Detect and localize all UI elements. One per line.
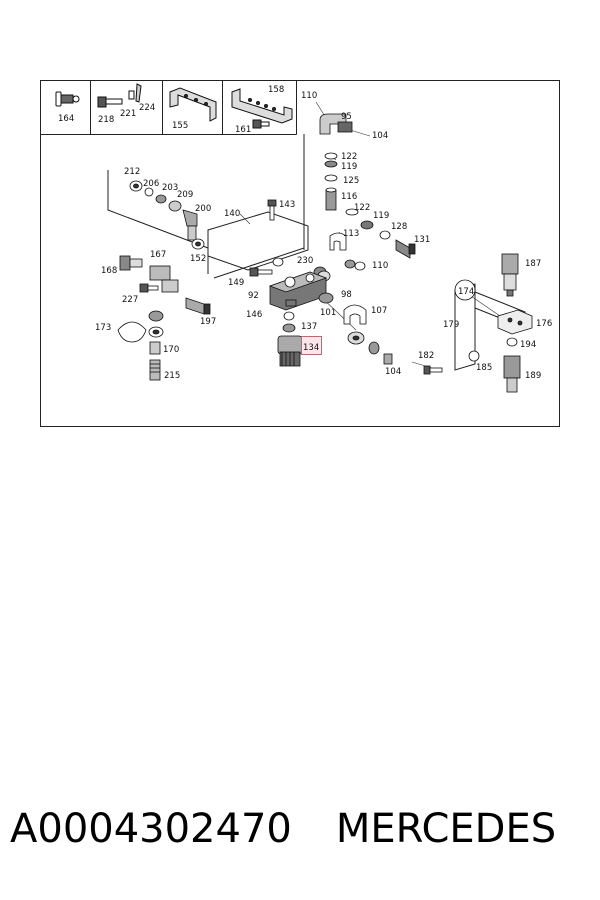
callout-182: 182 — [418, 351, 434, 361]
callout-125: 125 — [343, 176, 359, 186]
callout-119: 119 — [341, 162, 357, 172]
header-cells — [40, 80, 297, 135]
callout-187: 187 — [525, 259, 541, 269]
callout-230: 230 — [297, 256, 313, 266]
callout-122: 122 — [341, 152, 357, 162]
callout-146: 146 — [246, 310, 262, 320]
callout-95: 95 — [341, 112, 352, 122]
callout-113: 113 — [343, 229, 359, 239]
callout-200: 200 — [195, 204, 211, 214]
parts-diagram: 1642182212241551581611109510412211912511… — [40, 80, 560, 427]
callout-212: 212 — [124, 167, 140, 177]
bleeder-valve-icon — [55, 91, 80, 107]
callout-176: 176 — [536, 319, 552, 329]
callout-119: 119 — [373, 211, 389, 221]
header-label-158: 158 — [268, 85, 284, 95]
callout-152: 152 — [190, 254, 206, 264]
caption: A0004302470 MERCEDES — [10, 806, 590, 852]
diagram-frame — [40, 80, 560, 427]
callout-149: 149 — [228, 278, 244, 288]
callout-227: 227 — [122, 295, 138, 305]
part-number: A0004302470 — [10, 806, 292, 852]
callout-203: 203 — [162, 183, 178, 193]
callout-116: 116 — [341, 192, 357, 202]
callout-194: 194 — [520, 340, 536, 350]
mounting-plate — [107, 134, 526, 371]
highlight-box — [301, 336, 322, 355]
callout-179: 179 — [443, 320, 459, 330]
callout-122: 122 — [354, 203, 370, 213]
callout-215: 215 — [164, 371, 180, 381]
components — [117, 113, 533, 393]
callout-110: 110 — [301, 91, 317, 101]
header-label-155: 155 — [172, 121, 188, 131]
callout-140: 140 — [224, 209, 240, 219]
bracket-158-icon — [231, 88, 293, 129]
callout-209: 209 — [177, 190, 193, 200]
callout-92: 92 — [248, 291, 259, 301]
callout-131: 131 — [414, 235, 430, 245]
callout-98: 98 — [341, 290, 352, 300]
callout-101: 101 — [320, 308, 336, 318]
callout-197: 197 — [200, 317, 216, 327]
callout-134: 134 — [303, 343, 319, 353]
header-label-161: 161 — [235, 125, 251, 135]
callout-104: 104 — [385, 367, 401, 377]
bracket-155-icon — [169, 87, 217, 122]
header-label-218: 218 — [98, 115, 114, 125]
callout-128: 128 — [391, 222, 407, 232]
callout-185: 185 — [476, 363, 492, 373]
header-label-164: 164 — [58, 114, 74, 124]
callout-167: 167 — [150, 250, 166, 260]
callout-107: 107 — [371, 306, 387, 316]
brand-name: MERCEDES — [335, 806, 557, 852]
callout-170: 170 — [163, 345, 179, 355]
callout-206: 206 — [143, 179, 159, 189]
callout-174: 174 — [458, 287, 474, 297]
callout-173: 173 — [95, 323, 111, 333]
callout-137: 137 — [301, 322, 317, 332]
callout-168: 168 — [101, 266, 117, 276]
header-label-221: 221 — [120, 109, 136, 119]
header-label-224: 224 — [139, 103, 155, 113]
bolt-icon — [97, 83, 142, 108]
callout-104: 104 — [372, 131, 388, 141]
callout-189: 189 — [525, 371, 541, 381]
callout-143: 143 — [279, 200, 295, 210]
callout-110: 110 — [372, 261, 388, 271]
